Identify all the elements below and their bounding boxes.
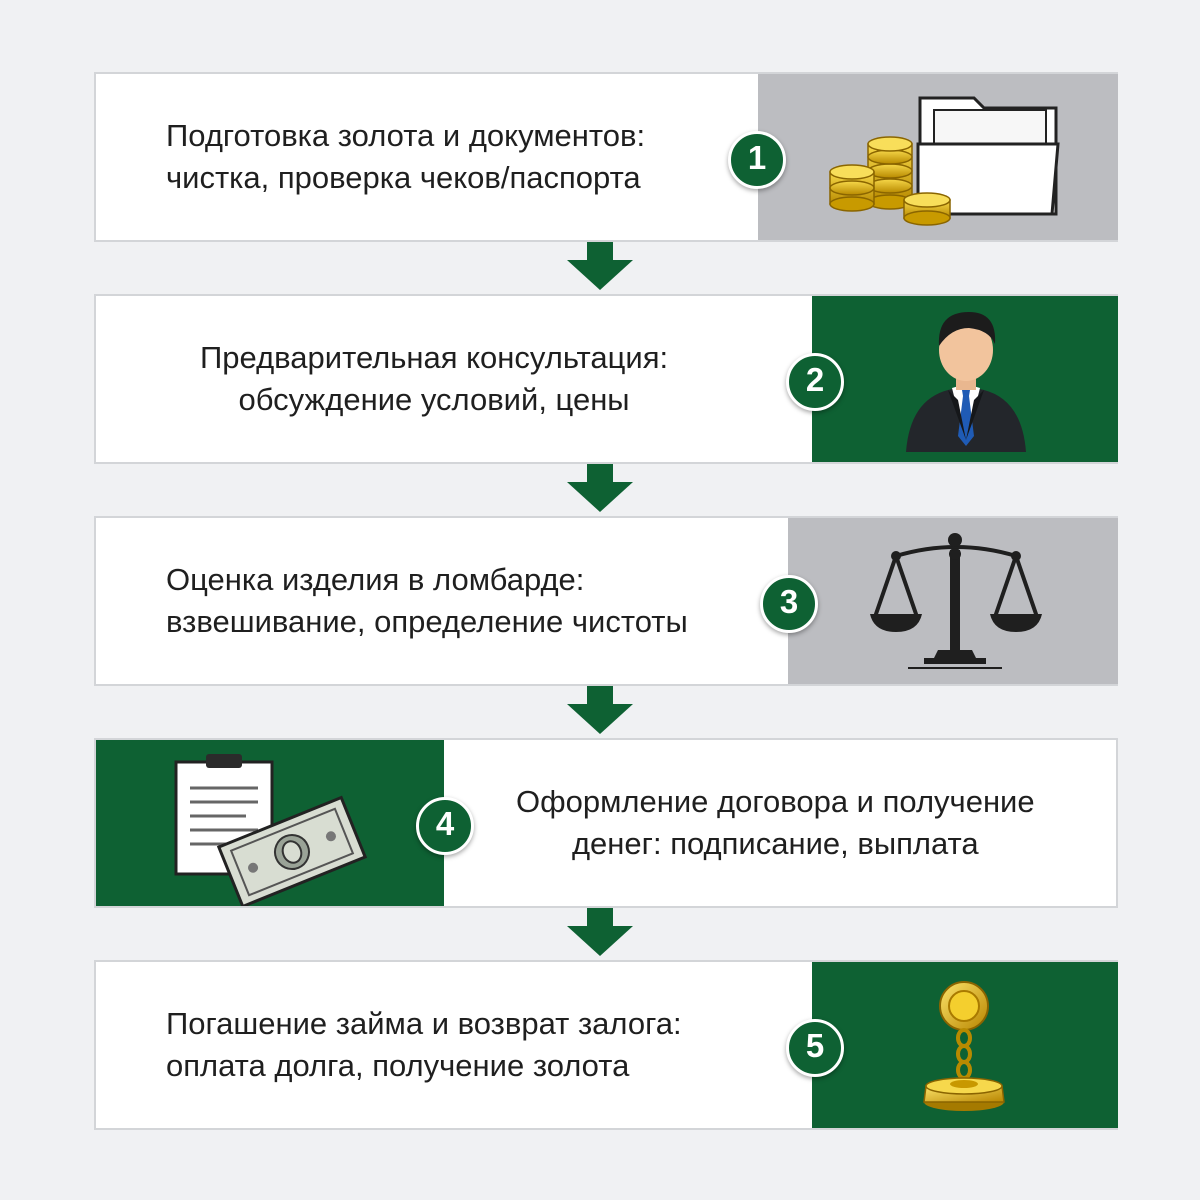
step-3-title: Оценка изделия в ломбарде:: [166, 562, 585, 597]
flow-arrow-4: [565, 908, 635, 963]
step-3-card: Оценка изделия в ломбарде: взвешивание, …: [94, 516, 1118, 686]
step-2-text: Предварительная консультация: обсуждение…: [200, 296, 668, 462]
step-1-description: чистка, проверка чеков/паспорта: [166, 160, 641, 195]
step-1-text: Подготовка золота и документов: чистка, …: [166, 74, 645, 240]
step-5-text: Погашение займа и возврат залога: оплата…: [166, 962, 682, 1128]
step-3-image-panel: [788, 518, 1118, 684]
gold-coins-folder-icon: [829, 96, 1060, 226]
step-3-number-badge: 3: [760, 575, 818, 633]
step-1-title: Подготовка золота и документов:: [166, 118, 646, 153]
step-2-title: Предварительная консультация:: [200, 340, 669, 375]
flow-arrow-2: [565, 464, 635, 519]
step-5-image-panel: [812, 962, 1118, 1128]
step-4-image-panel: [96, 740, 444, 906]
down-arrow-icon: [567, 908, 633, 956]
step-3-description: взвешивание, определение чистоты: [166, 604, 688, 639]
gold-pendant-icon: [923, 981, 1005, 1111]
step-4-title: Оформление договора и получение: [516, 784, 1035, 819]
contract-money-icon: [174, 754, 368, 906]
step-4-card: 4 Оформление договора и получение денег:…: [94, 738, 1118, 908]
step-1-card: Подготовка золота и документов: чистка, …: [94, 72, 1118, 242]
step-5-title: Погашение займа и возврат залога:: [166, 1006, 682, 1041]
step-3-text: Оценка изделия в ломбарде: взвешивание, …: [166, 518, 688, 684]
step-2-number-badge: 2: [786, 353, 844, 411]
flow-arrow-3: [565, 686, 635, 741]
consultant-businessman-icon: [906, 312, 1026, 452]
step-2-description: обсуждение условий, цены: [238, 382, 630, 417]
down-arrow-icon: [567, 686, 633, 734]
step-1-number-badge: 1: [728, 131, 786, 189]
down-arrow-icon: [567, 242, 633, 290]
step-1-image-panel: [758, 74, 1118, 240]
step-4-description: денег: подписание, выплата: [571, 826, 979, 861]
step-2-image-panel: [812, 296, 1118, 462]
down-arrow-icon: [567, 464, 633, 512]
balance-scales-icon: [870, 533, 1042, 669]
step-2-card: Предварительная консультация: обсуждение…: [94, 294, 1118, 464]
flow-arrow-1: [565, 242, 635, 297]
step-4-text: Оформление договора и получение денег: п…: [516, 740, 1035, 906]
step-5-description: оплата долга, получение золота: [166, 1048, 630, 1083]
step-4-number-badge: 4: [416, 797, 474, 855]
step-5-card: Погашение займа и возврат залога: оплата…: [94, 960, 1118, 1130]
step-5-number-badge: 5: [786, 1019, 844, 1077]
